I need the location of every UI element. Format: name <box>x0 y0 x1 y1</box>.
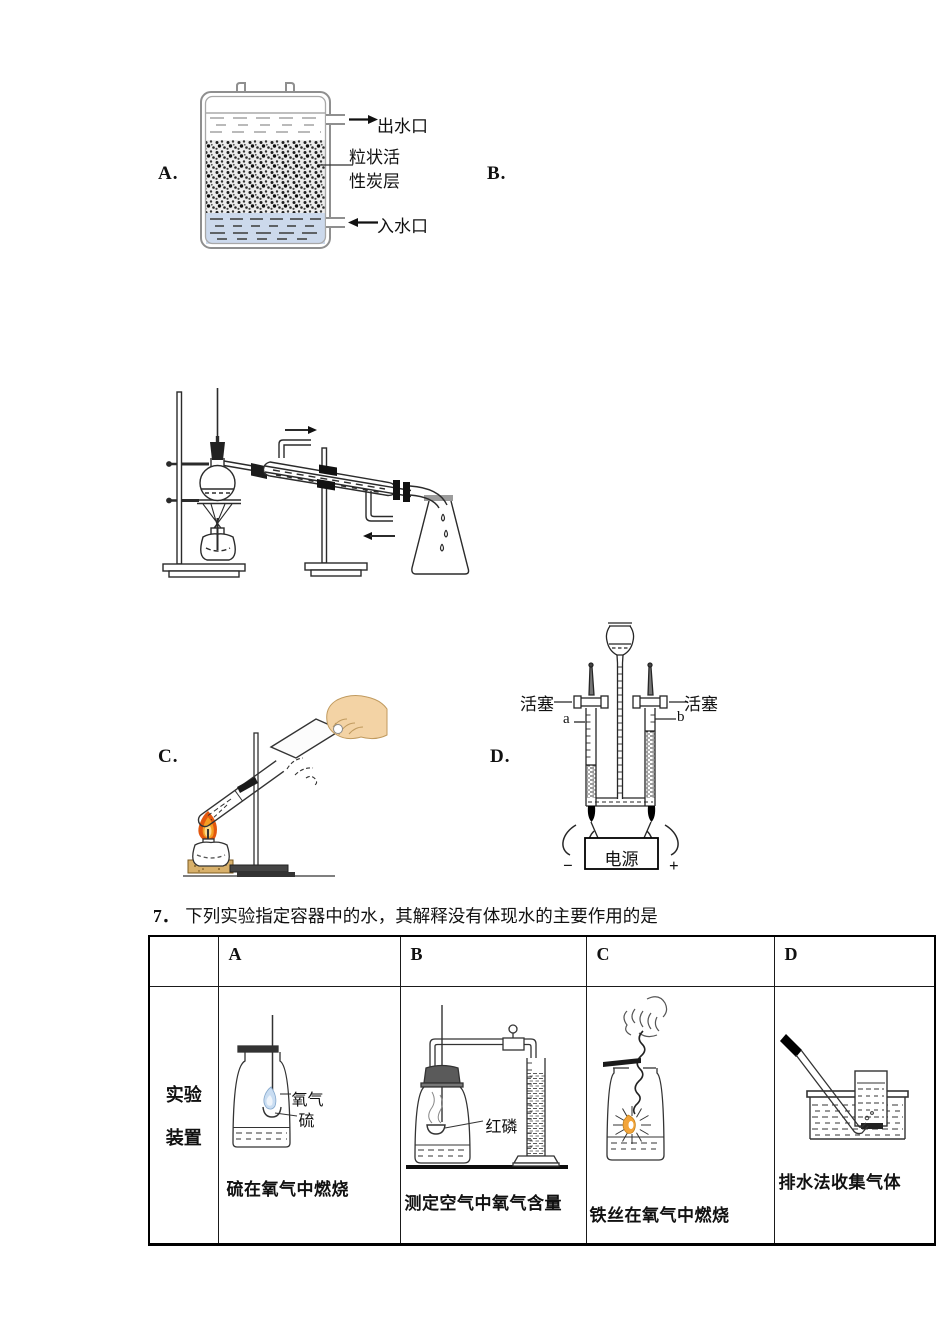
iron-combustion-diagram <box>602 996 667 1161</box>
plus-terminal-label: + <box>669 856 679 875</box>
minus-terminal-label: − <box>563 856 573 875</box>
question-7-table: A B C D 实验 装置 <box>148 935 936 1246</box>
table-header-a: A <box>217 935 401 987</box>
distillation-apparatus-diagram <box>162 388 470 578</box>
hand <box>326 695 388 740</box>
power-supply-box <box>584 837 659 870</box>
heated-test-tube-diagram <box>183 695 388 877</box>
test-tube <box>197 760 285 828</box>
bottom-water-dashes <box>210 218 321 240</box>
hand-sketch <box>622 996 667 1038</box>
cover-plate <box>602 1058 641 1067</box>
water-electrolysis-diagram <box>554 622 688 870</box>
spark-rays <box>612 1106 651 1144</box>
stopcock-right-label: 活塞 <box>684 695 718 714</box>
cell-b-caption: 测定空气中氧气含量 <box>404 1194 562 1213</box>
table-header-d: D <box>773 935 936 987</box>
stopcock-left-label: 活塞 <box>520 695 554 714</box>
outflow-arrow-icon <box>349 115 378 124</box>
filter-inlet-label: 入水口 <box>377 217 428 236</box>
filter-carbon-label-line1: 粒状活 <box>349 148 400 167</box>
sulfur-label: 硫 <box>298 1113 315 1130</box>
water-filter-diagram <box>200 82 378 249</box>
cell-c-caption: 铁丝在氧气中燃烧 <box>589 1206 730 1225</box>
tube-b-label: b <box>677 709 685 725</box>
option-d-label: D. <box>490 746 511 767</box>
red-phosphorus-label: 红磷 <box>485 1119 518 1136</box>
sulfur-combustion-diagram <box>231 1015 297 1148</box>
clamp <box>237 777 258 793</box>
table-cell-a: 氧气 硫 硫在氧气中燃烧 <box>217 986 401 1245</box>
oxygen-label: 氧气 <box>291 1092 324 1109</box>
filter-carbon-label-line2: 性炭层 <box>349 172 400 191</box>
option-c-label: C. <box>158 746 179 767</box>
stand-rod <box>253 732 259 867</box>
gas-collection-diagram <box>779 1034 909 1140</box>
cell-a-caption: 硫在氧气中燃烧 <box>226 1180 349 1199</box>
row-header-cell: 实验 装置 <box>148 986 219 1245</box>
blue-flame <box>262 1086 276 1110</box>
twisted-iron-wire <box>632 1030 646 1115</box>
tube-a-label: a <box>563 711 570 727</box>
table-header-b: B <box>399 935 587 987</box>
row-label-line2: 装置 <box>165 1127 202 1148</box>
option-b-label: B. <box>487 163 507 184</box>
tube-mouthpiece <box>779 1034 802 1057</box>
option-a-label: A. <box>158 163 179 184</box>
cell-d-caption: 排水法收集气体 <box>778 1173 901 1192</box>
table-header-c: C <box>585 935 775 987</box>
filter-outlet-label: 出水口 <box>377 117 428 136</box>
row-label-line1: 实验 <box>165 1084 202 1105</box>
oxygen-measurement-diagram <box>405 1005 568 1169</box>
top-water-dashes <box>210 117 321 133</box>
inflow-arrow-icon <box>348 218 378 227</box>
question-7: 7．下列实验指定容器中的水，其解释没有体现水的主要作用的是 <box>153 903 658 928</box>
power-supply-label: 电源 <box>604 850 639 869</box>
alcohol-lamp <box>192 829 230 867</box>
table-corner-cell <box>148 935 219 987</box>
collection-bottle <box>853 1070 888 1127</box>
question-7-text: 下列实验指定容器中的水，其解释没有体现水的主要作用的是 <box>185 906 658 926</box>
table-cell-c: 铁丝在氧气中燃烧 <box>585 986 775 1245</box>
steam-wisps <box>286 757 318 787</box>
carbon-layer <box>206 140 325 213</box>
table-cell-b: 红磷 测定空气中氧气含量 <box>399 986 587 1245</box>
table-cell-d: 排水法收集气体 <box>773 986 936 1245</box>
question-7-number: 7． <box>153 906 180 926</box>
